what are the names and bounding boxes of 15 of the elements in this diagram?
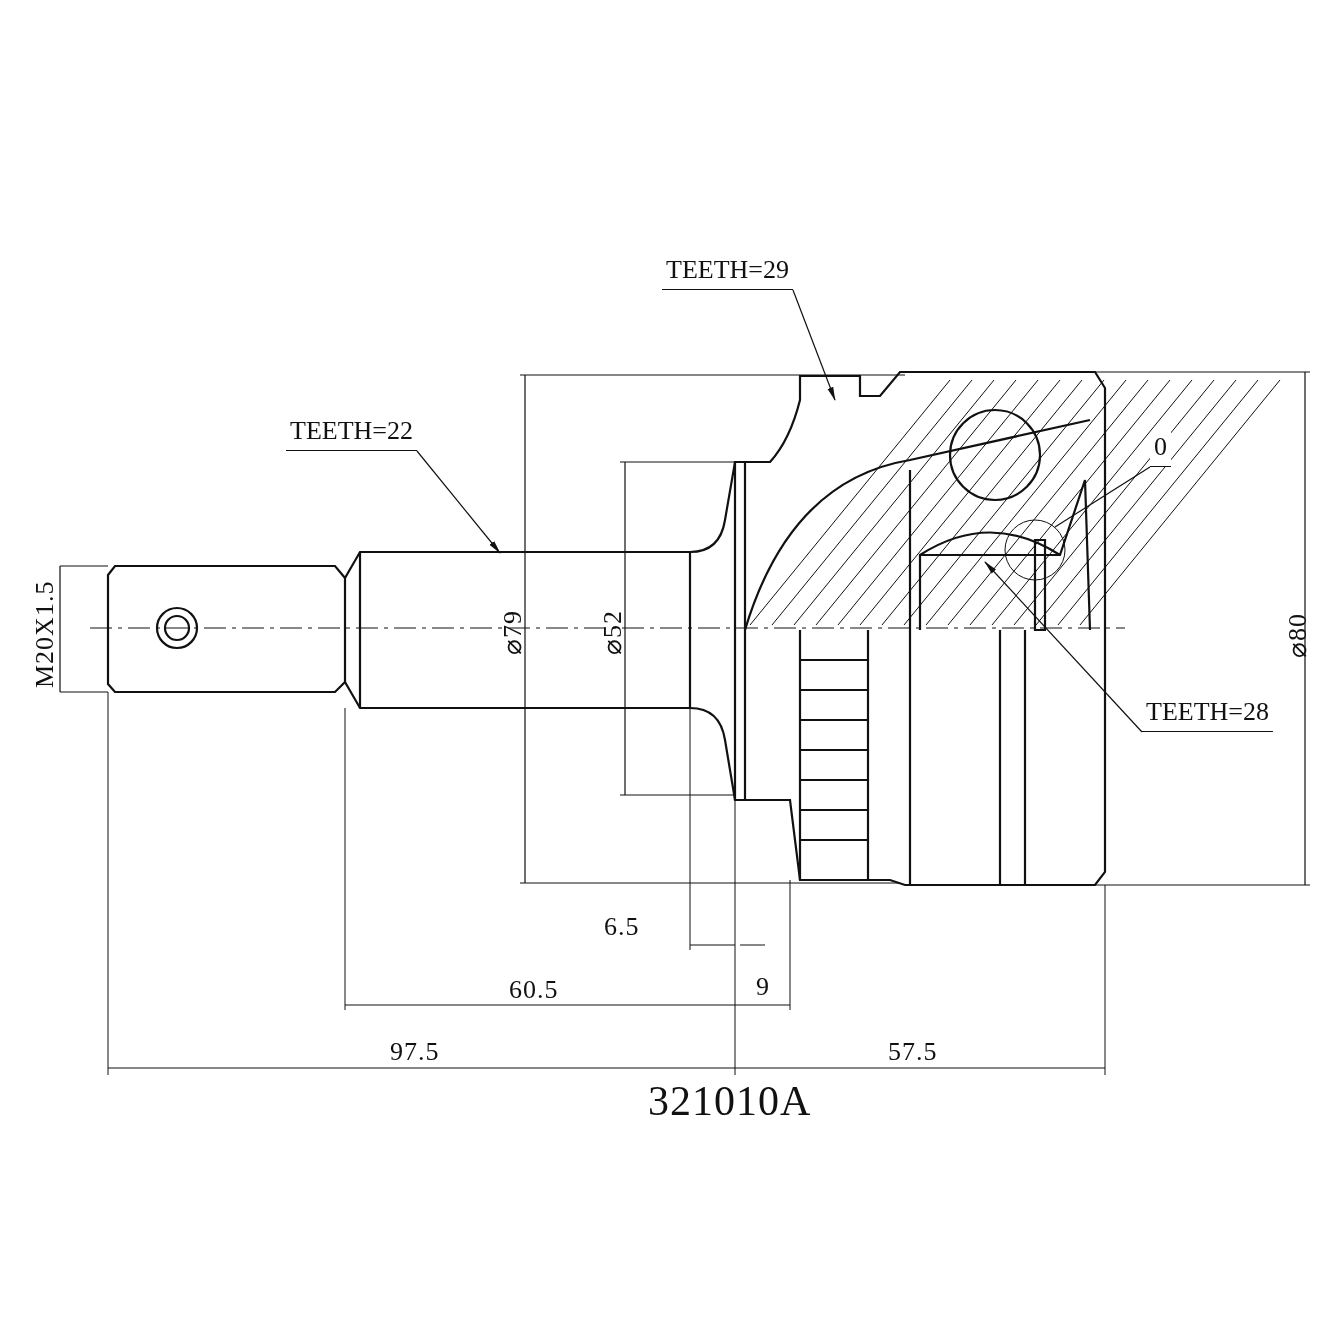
dimension-value: 6.5 <box>604 912 640 942</box>
leader-line <box>1054 466 1151 528</box>
dimension-value: ⌀80 <box>1283 613 1313 658</box>
leader-line <box>792 289 836 401</box>
dimension-value: ⌀52 <box>598 610 628 655</box>
leader-line <box>416 450 501 554</box>
dimension-value: M20X1.5 <box>30 580 60 688</box>
dimension-value: 97.5 <box>390 1037 440 1067</box>
dimension-value: 9 <box>756 972 770 1002</box>
dimension-value: 60.5 <box>509 975 559 1005</box>
leader-line <box>984 561 1143 733</box>
part-number: 321010A <box>648 1078 812 1124</box>
callout-label: 0 <box>1150 432 1171 467</box>
dimension-value: ⌀79 <box>498 610 528 655</box>
dimension-value: 57.5 <box>888 1037 938 1067</box>
